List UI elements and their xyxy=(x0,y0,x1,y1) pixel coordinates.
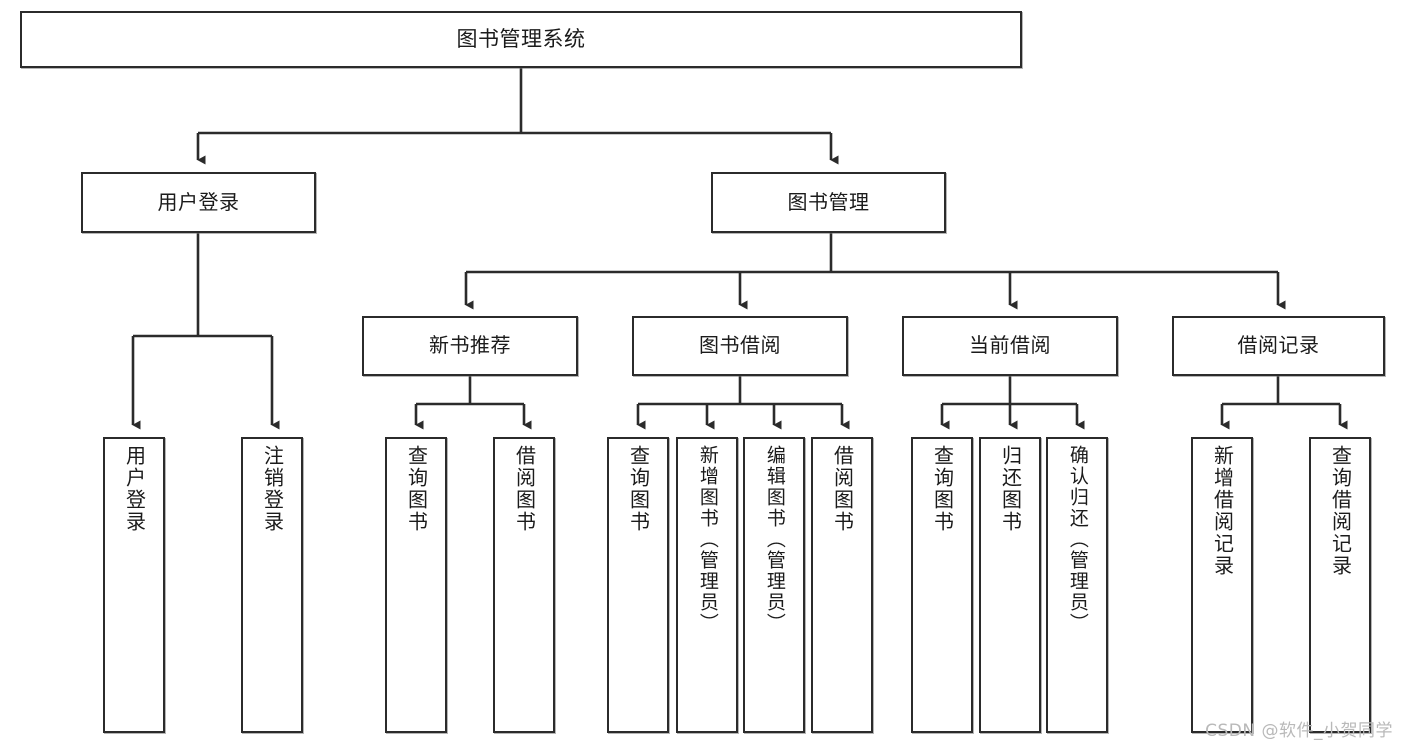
node-current-borrow[interactable]: 当前借阅 xyxy=(902,316,1118,376)
node-label: 借阅图书 xyxy=(512,445,537,533)
leaf-book-borrow-query[interactable]: 查询图书 xyxy=(607,437,669,733)
leaf-current-borrow-query[interactable]: 查询图书 xyxy=(911,437,973,733)
node-book-management[interactable]: 图书管理 xyxy=(711,172,946,233)
leaf-book-borrow-edit[interactable]: 编辑图书（管理员） xyxy=(743,437,805,733)
leaf-user-login-login[interactable]: 用户登录 xyxy=(103,437,165,733)
node-user-login[interactable]: 用户登录 xyxy=(81,172,316,233)
node-label: 确认归还（管理员） xyxy=(1066,445,1089,634)
node-book-borrow[interactable]: 图书借阅 xyxy=(632,316,848,376)
leaf-book-borrow-borrow[interactable]: 借阅图书 xyxy=(811,437,873,733)
node-label: 查询图书 xyxy=(930,445,955,533)
node-root-system[interactable]: 图书管理系统 xyxy=(20,11,1022,68)
node-label: 新增借阅记录 xyxy=(1210,445,1235,577)
node-label: 图书借阅 xyxy=(699,333,781,358)
csdn-watermark: CSDN @软件_小贺同学 xyxy=(1205,721,1393,741)
node-label: 图书管理系统 xyxy=(456,27,586,52)
leaf-borrow-record-query[interactable]: 查询借阅记录 xyxy=(1309,437,1371,733)
node-label: 编辑图书（管理员） xyxy=(763,445,786,634)
node-label: 新增图书（管理员） xyxy=(696,445,719,634)
leaf-current-borrow-confirm-return[interactable]: 确认归还（管理员） xyxy=(1046,437,1108,733)
node-new-book-recommend[interactable]: 新书推荐 xyxy=(362,316,578,376)
leaf-user-login-logout[interactable]: 注销登录 xyxy=(241,437,303,733)
node-label: 查询借阅记录 xyxy=(1328,445,1353,577)
node-label: 新书推荐 xyxy=(429,333,511,358)
node-label: 图书管理 xyxy=(787,189,870,214)
leaf-borrow-record-add[interactable]: 新增借阅记录 xyxy=(1191,437,1253,733)
leaf-book-borrow-add[interactable]: 新增图书（管理员） xyxy=(676,437,738,733)
node-label: 用户登录 xyxy=(157,189,240,214)
node-borrow-record[interactable]: 借阅记录 xyxy=(1172,316,1385,376)
node-label: 查询图书 xyxy=(626,445,651,533)
node-label: 注销登录 xyxy=(260,445,285,533)
node-label: 借阅图书 xyxy=(830,445,855,533)
node-label: 查询图书 xyxy=(404,445,429,533)
leaf-current-borrow-return[interactable]: 归还图书 xyxy=(979,437,1041,733)
node-label: 归还图书 xyxy=(998,445,1023,533)
leaf-new-book-borrow[interactable]: 借阅图书 xyxy=(493,437,555,733)
node-label: 借阅记录 xyxy=(1237,333,1320,358)
node-label: 当前借阅 xyxy=(969,333,1051,358)
leaf-new-book-query[interactable]: 查询图书 xyxy=(385,437,447,733)
node-label: 用户登录 xyxy=(122,445,147,533)
